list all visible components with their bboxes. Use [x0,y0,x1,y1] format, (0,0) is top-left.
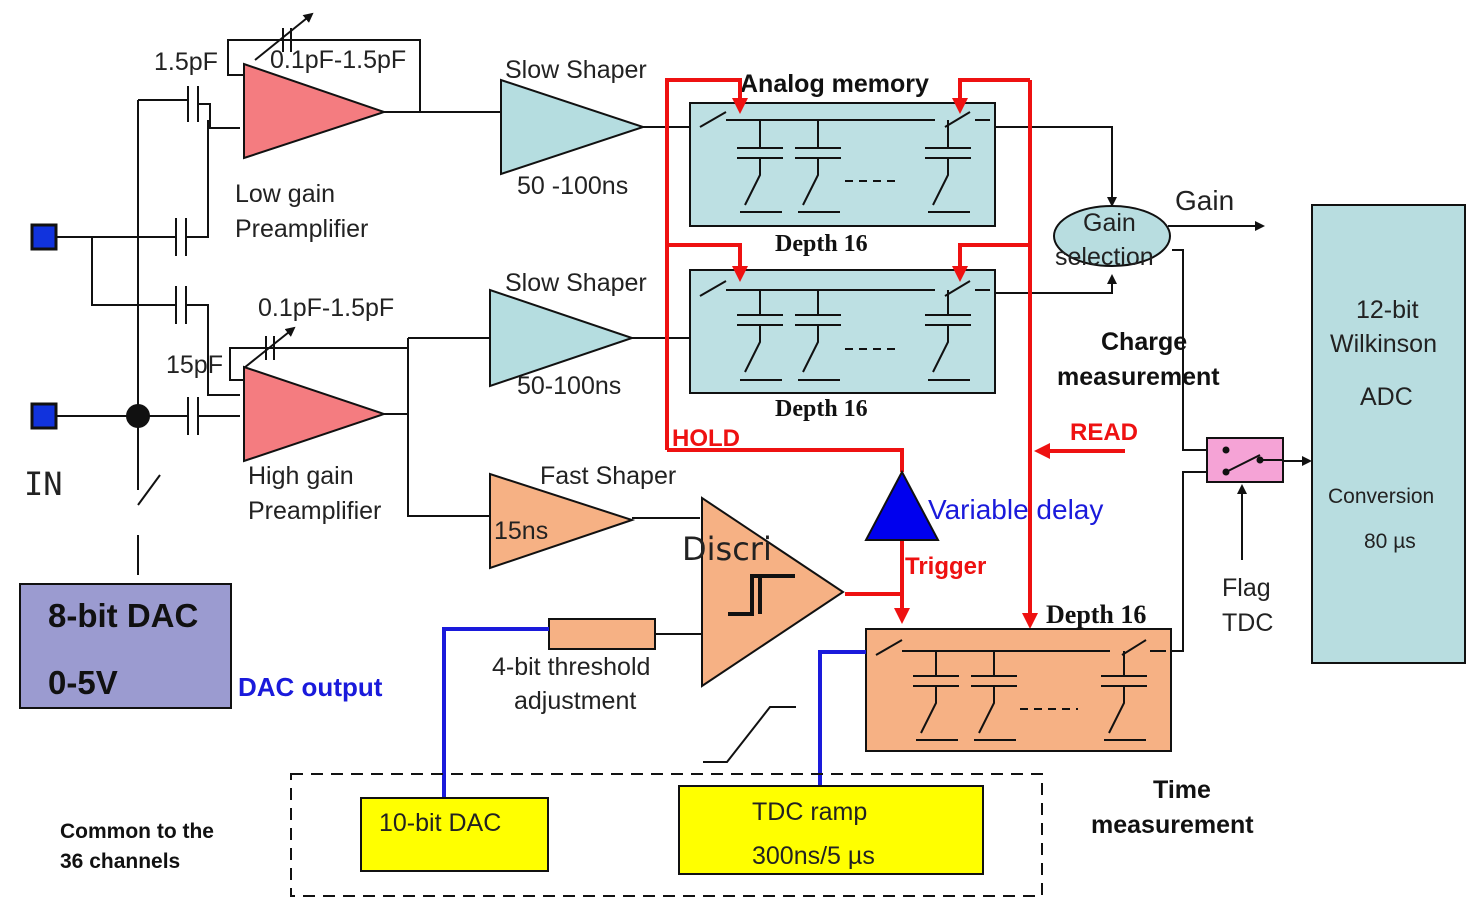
lowgain-cap-label: 1.5pF [154,48,218,76]
memory-depth-1: Depth 16 [775,231,868,257]
highgain-amplifier-triangle [243,365,388,463]
highgain-label-1: High gain [248,462,354,490]
slow-shaper-2-triangle [489,288,636,388]
dac-8bit-box [19,583,232,709]
dac-8bit: 8-bit DAC 0-5V DAC output [19,583,383,709]
tdc-memory-depth: Depth 16 [1046,600,1146,629]
adc-line-1: 12-bit [1356,296,1419,324]
slow-shaper-2-title: Slow Shaper [505,269,647,297]
dac-output-label: DAC output [238,672,383,702]
highgain-preamp: 15pF 0.1pF-1.5pF High gain Preamplifier [166,294,490,525]
memory-depth-2: Depth 16 [775,396,868,422]
lowgain-preamp: 1.5pF 0.1pF-1.5pF Low gain Preamplifier [154,12,500,243]
mux-switch: Flag TDC [1206,437,1312,637]
input-section: IN [24,99,188,575]
discriminator: Discri [655,496,845,688]
threshold-label-2: adjustment [514,687,636,715]
adc-box [1311,204,1466,664]
gain-output-label: Gain [1175,185,1234,216]
threshold-resistor [548,618,656,650]
memory-title: Analog memory [740,70,929,98]
hold-label: HOLD [672,425,740,452]
junction-node [126,404,150,428]
time-measurement-label-1: Time [1153,776,1211,804]
variable-delay-label: Variable delay [928,494,1103,525]
input-label: IN [24,465,63,503]
input-capacitors [175,86,240,435]
shapers: Slow Shaper 50 -100ns Slow Shaper 50-100… [489,56,700,570]
hold-read-lines: HOLD READ Trigger [665,78,1138,629]
lowgain-label-2: Preamplifier [235,215,368,243]
slow-shaper-1-time: 50 -100ns [517,172,628,200]
charge-measurement-label-2: measurement [1057,363,1220,391]
adc-block: 12-bit Wilkinson ADC Conversion 80 µs [1311,204,1466,664]
variable-delay-triangle [864,469,940,541]
gain-selection-label-1: Gain [1083,209,1136,237]
discri-label: Discri [682,530,772,568]
lowgain-amplifier-triangle [243,62,388,160]
gain-selection-ellipse [1053,205,1171,267]
memory-box-2 [689,269,996,394]
dac-8bit-line-2: 0-5V [48,664,118,701]
highgain-cap-label: 15pF [166,351,223,379]
threshold-label-1: 4-bit threshold [492,653,650,681]
adc-line-3: ADC [1360,383,1413,411]
read-label: READ [1070,419,1138,446]
lowgain-varcap-label: 0.1pF-1.5pF [270,46,406,74]
highgain-label-2: Preamplifier [248,497,381,525]
slow-shaper-1-title: Slow Shaper [505,56,647,84]
charge-measurement-label-1: Charge [1101,328,1187,356]
fast-shaper-title: Fast Shaper [540,462,676,490]
gain-selection-label-2: selection [1055,243,1154,271]
tdc-ramp-box [678,785,984,875]
input-terminal-top [30,223,58,251]
common-dashed-box [290,773,1043,897]
gain-selection: Gain selection Gain Charge measurement [1053,185,1265,451]
adc-line-5: 80 µs [1364,530,1416,553]
analog-memory-1: Analog memory Depth 16 [689,70,1117,257]
flag-label-1: Flag [1222,574,1271,602]
tdc-ramp-label-2: 300ns/5 µs [752,842,875,870]
common-label-2: 36 channels [60,850,180,873]
input-terminal-bottom [30,402,58,430]
tdc-ramp-label-1: TDC ramp [752,798,867,826]
dac-10bit-label: 10-bit DAC [379,809,501,837]
dac-8bit-line-1: 8-bit DAC [48,597,198,634]
tdc-memory: Depth 16 [703,471,1210,785]
fast-shaper-time: 15ns [494,517,548,545]
lowgain-label-1: Low gain [235,180,335,208]
memory-box-1 [689,102,996,227]
slow-shaper-2-time: 50-100ns [517,372,621,400]
common-block: 10-bit DAC TDC ramp 300ns/5 µs Common to… [60,773,1254,897]
discri-triangle [701,496,845,688]
adc-line-4: Conversion [1328,485,1434,508]
trigger-label: Trigger [905,553,986,580]
dac-10bit-box [360,797,549,872]
flag-label-2: TDC [1222,609,1273,637]
fast-shaper-triangle [489,472,636,570]
tdc-memory-box [865,628,1172,752]
slow-shaper-1-triangle [500,78,647,176]
variable-delay: Variable delay [864,469,1103,541]
adc-line-2: Wilkinson [1330,330,1437,358]
common-label-1: Common to the [60,820,214,843]
time-measurement-label-2: measurement [1091,811,1254,839]
analog-memory-2: Depth 16 [689,269,1117,422]
threshold-adjust: 4-bit threshold adjustment [442,618,656,798]
highgain-varcap-label: 0.1pF-1.5pF [258,294,394,322]
